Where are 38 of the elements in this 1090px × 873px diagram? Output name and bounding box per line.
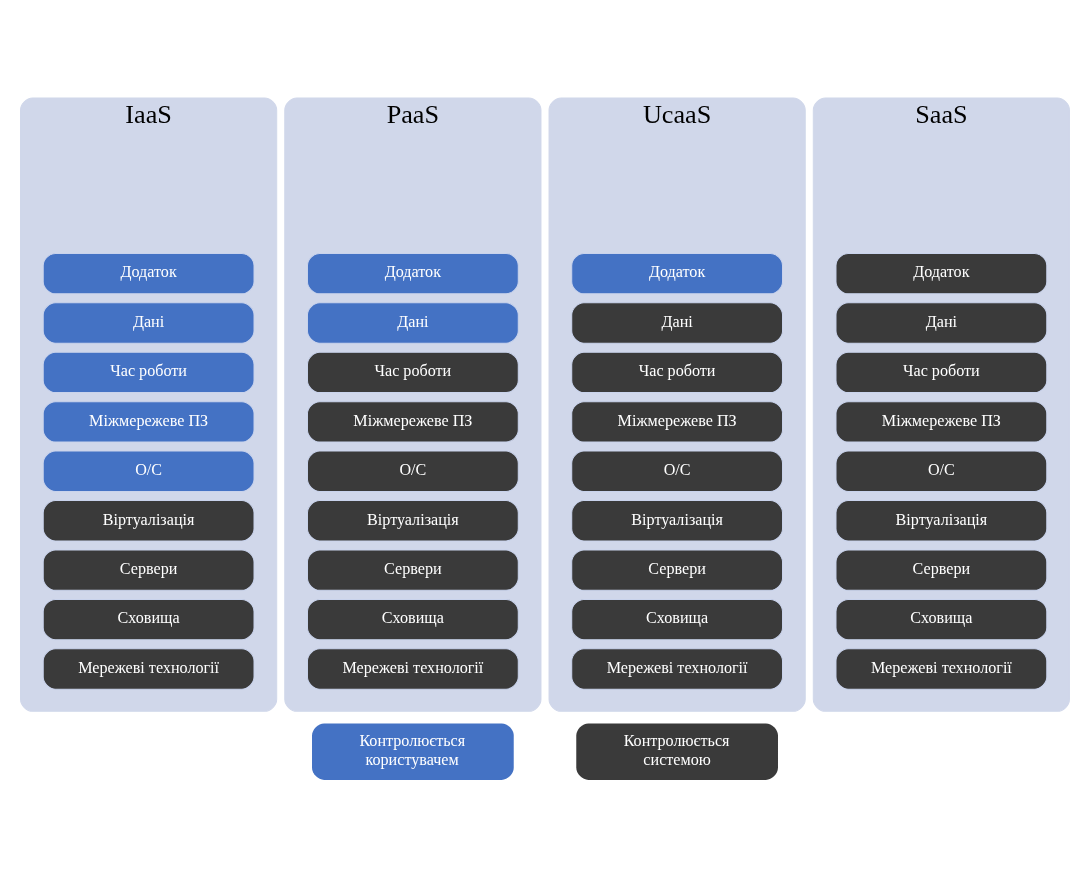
node-box: Мережеві технології xyxy=(835,647,1048,690)
node-box: Дані xyxy=(835,301,1048,344)
node-box: Сервери xyxy=(42,548,255,591)
node-box: Сховища xyxy=(42,598,255,640)
node-box: Мережеві технології xyxy=(571,647,784,690)
node-box: Сховища xyxy=(571,598,784,640)
node-box: Мережеві технології xyxy=(42,647,255,690)
legend-label: Контролюється користувачем xyxy=(359,731,466,768)
node-box: Сервери xyxy=(306,548,519,591)
node-box: Міжмережеве ПЗ xyxy=(42,400,255,443)
node-box: Міжмережеве ПЗ xyxy=(571,400,784,443)
node-box: Сервери xyxy=(571,548,784,591)
node-box: Час роботи xyxy=(835,351,1048,393)
node-box: Дані xyxy=(306,301,519,344)
node-box: О/С xyxy=(306,450,519,492)
node-box: Міжмережеве ПЗ xyxy=(835,400,1048,443)
node-box: Сховища xyxy=(306,598,519,640)
node-box: Дані xyxy=(42,301,255,344)
node-box: Час роботи xyxy=(306,351,519,393)
node-box: Додаток xyxy=(306,252,519,294)
legend-label: Контролюється системою xyxy=(623,731,730,768)
node-box: Додаток xyxy=(835,252,1048,294)
node-box: Додаток xyxy=(42,252,255,294)
node-box: Час роботи xyxy=(42,351,255,393)
node-box: Час роботи xyxy=(571,351,784,393)
node-box: Мережеві технології xyxy=(306,647,519,690)
node-box: Дані xyxy=(571,301,784,344)
node-box: Віртуалізація xyxy=(42,499,255,541)
node-box: О/С xyxy=(42,450,255,492)
node-box: Міжмережеве ПЗ xyxy=(306,400,519,443)
node-box: Віртуалізація xyxy=(571,499,784,541)
node-box: Віртуалізація xyxy=(835,499,1048,541)
node-box: О/С xyxy=(835,450,1048,492)
node-box: Додаток xyxy=(571,252,784,294)
node-box: Сховища xyxy=(835,598,1048,640)
node-box: Віртуалізація xyxy=(306,499,519,541)
node-box: О/С xyxy=(571,450,784,492)
node-box: Сервери xyxy=(835,548,1048,591)
